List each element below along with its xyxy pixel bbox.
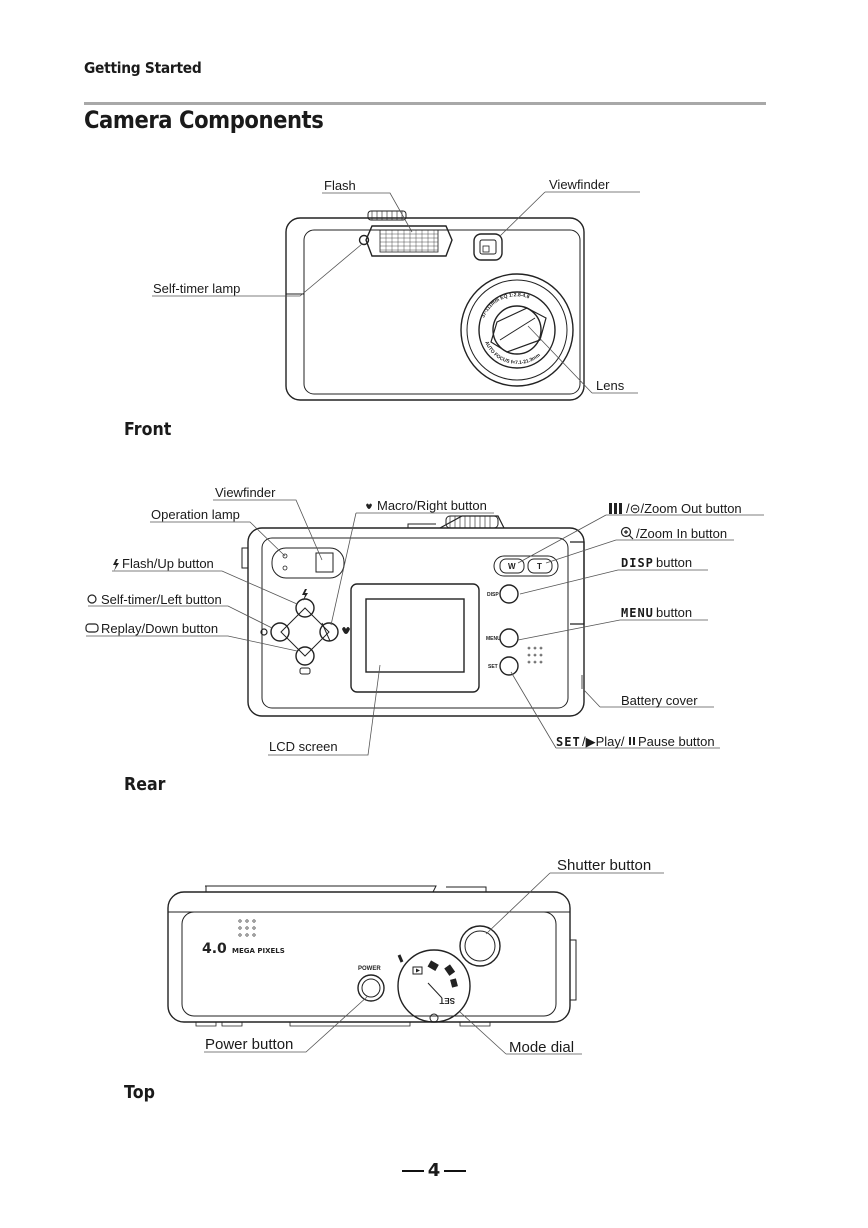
rear-diagram <box>241 515 585 717</box>
dpad-glyphs <box>260 589 350 675</box>
replay-icon <box>299 667 311 675</box>
macro-right-label: Macro/Right button <box>377 498 487 513</box>
replay-down-button[interactable] <box>295 646 315 666</box>
dial-camera-icon <box>427 960 439 971</box>
self-timer-left-button[interactable] <box>270 622 290 642</box>
power-button-label: Power button <box>205 1036 293 1053</box>
dial-play-icon <box>412 966 423 975</box>
macro-icon <box>342 627 350 634</box>
front-panel <box>303 229 581 395</box>
zoom-out-label: /⊝/Zoom Out button <box>626 501 742 516</box>
mode-dial[interactable] <box>397 949 471 1023</box>
wide-icon <box>609 503 622 514</box>
rear-speaker <box>527 646 543 664</box>
flash-up-button[interactable] <box>295 598 315 618</box>
lcd-frame <box>350 583 480 693</box>
self-timer-lamp-label: Self-timer lamp <box>153 281 240 296</box>
disp-label: button <box>656 555 692 570</box>
zoom-in-icon <box>620 526 634 540</box>
rear-viewfinder <box>315 552 334 573</box>
zoom-t-glyph: T <box>537 562 542 571</box>
page-title: Camera Components <box>84 106 324 134</box>
macro-right-button[interactable] <box>319 622 339 642</box>
disp-button-tag: DISP <box>487 592 499 598</box>
page-number-value: 4 <box>427 1160 441 1181</box>
rear-caption: Rear <box>124 774 166 795</box>
self-timer-left-label: Self-timer/Left button <box>101 592 222 607</box>
set-label-icon: SET <box>556 735 581 749</box>
flash-up-label: Flash/Up button <box>122 556 214 571</box>
front-callout-lines <box>152 191 640 394</box>
self-timer-label-icon <box>87 594 97 604</box>
front-camera-body <box>285 217 585 401</box>
zoom-w-glyph: W <box>508 562 516 571</box>
lcd-screen <box>365 598 465 673</box>
viewfinder-window <box>473 233 503 261</box>
section-title: Getting Started <box>84 59 202 77</box>
shutter-button[interactable] <box>459 925 501 967</box>
lens-ring-top-text: 37-111mm EQ 1:2.8-4.8 <box>480 292 530 319</box>
front-caption: Front <box>124 419 172 440</box>
operation-lamp <box>282 553 288 559</box>
menu-button-tag: MENU <box>486 636 501 642</box>
dial-scene-icon <box>444 964 456 976</box>
front-viewfinder-label: Viewfinder <box>549 177 610 192</box>
menu-label: button <box>656 605 692 620</box>
top-diagram <box>167 885 577 1027</box>
menu-button[interactable] <box>499 628 519 648</box>
battery-cover <box>570 541 585 625</box>
set-play-label: /▶Play/ <box>582 734 625 749</box>
dial-movie-icon <box>450 978 458 988</box>
lens <box>460 273 574 387</box>
set-button[interactable] <box>499 656 519 676</box>
zoom-out-button[interactable] <box>499 558 525 574</box>
page-number-dash-right <box>444 1170 467 1172</box>
flash-window <box>365 225 453 257</box>
top-camera-body <box>167 891 571 1023</box>
mode-dial-icons <box>412 960 458 999</box>
top-speaker <box>238 919 256 937</box>
replay-label-icon <box>85 623 99 633</box>
macro-label-icon <box>366 503 372 509</box>
menu-label-icon: MENU <box>621 606 654 620</box>
power-button[interactable] <box>357 974 385 1002</box>
dial-set-text: SET <box>439 996 455 1005</box>
mode-dial-label: Mode dial <box>509 1039 574 1056</box>
megapixel-value: 4.0 <box>202 941 227 957</box>
flash-icon <box>302 589 308 601</box>
set-button-tag: SET <box>488 664 498 670</box>
shutter-button-label: Shutter button <box>557 857 651 874</box>
self-timer-icon <box>260 628 268 636</box>
rear-callout-lines <box>86 499 764 756</box>
page-number-dash-left <box>401 1170 424 1172</box>
top-callout-lines <box>204 872 664 1055</box>
battery-cover-label: Battery cover <box>621 693 698 708</box>
dpad <box>280 607 330 657</box>
lens-label: Lens <box>596 378 625 393</box>
top-caption: Top <box>124 1082 155 1103</box>
flash-label: Flash <box>324 178 356 193</box>
zoom-in-button[interactable] <box>527 558 553 574</box>
pause-icon <box>629 737 635 745</box>
header-rule <box>84 102 766 105</box>
zoom-rocker[interactable] <box>493 555 559 577</box>
disp-button[interactable] <box>499 584 519 604</box>
rear-viewfinder-label: Viewfinder <box>215 485 276 500</box>
replay-down-label: Replay/Down button <box>101 621 218 636</box>
megapixel-unit: MEGA PIXELS <box>232 947 285 955</box>
lcd-screen-label: LCD screen <box>269 739 338 754</box>
set-pause-label: Pause button <box>638 734 715 749</box>
zoom-in-label: /Zoom In button <box>636 526 727 541</box>
self-timer-lamp <box>358 234 370 246</box>
power-tag: POWER <box>358 966 381 972</box>
disp-label-icon: DISP <box>621 556 654 570</box>
page-number: 4 <box>0 1160 868 1181</box>
flash-label-icon <box>113 559 119 571</box>
front-diagram <box>285 210 585 401</box>
operation-lamp-label: Operation lamp <box>151 507 240 522</box>
